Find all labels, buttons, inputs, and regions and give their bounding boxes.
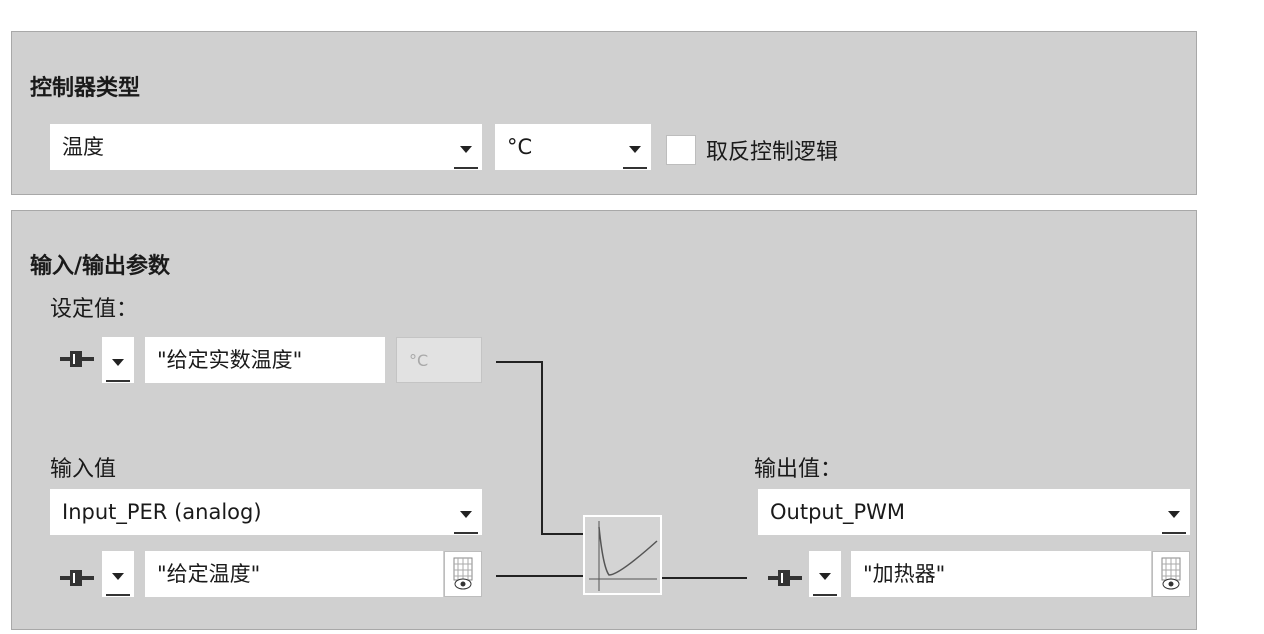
output-connector-line <box>661 577 747 579</box>
controller-type-select[interactable]: 温度 <box>50 124 450 170</box>
chevron-down-icon <box>1168 511 1180 518</box>
chevron-down-icon <box>460 146 472 153</box>
monitor-eye-icon[interactable] <box>1152 551 1190 597</box>
input-value-label: 输入值 <box>50 457 117 482</box>
setpoint-connector-line <box>541 533 583 535</box>
monitor-eye-icon[interactable] <box>444 551 482 597</box>
unit-dropdown-button[interactable] <box>619 124 651 170</box>
setpoint-connector-line <box>541 361 543 534</box>
setpoint-connector-line <box>496 361 542 363</box>
output-value-label: 输出值： <box>754 457 843 482</box>
input-connector-line <box>496 575 584 577</box>
setpoint-unit-field: °C <box>396 337 482 383</box>
output-type-dropdown-button[interactable] <box>1158 489 1190 535</box>
output-type-select[interactable]: Output_PWM <box>758 489 1158 535</box>
chevron-down-icon <box>819 573 831 580</box>
unit-select[interactable]: °C <box>495 124 619 170</box>
controller-type-dropdown-button[interactable] <box>450 124 482 170</box>
chevron-down-icon <box>629 146 641 153</box>
plug-icon <box>768 568 804 588</box>
controller-type-panel: 控制器类型 温度 °C 取反控制逻辑 <box>11 31 1197 195</box>
input-tag-field[interactable]: "给定温度" <box>145 551 443 597</box>
setpoint-tag-field[interactable]: "给定实数温度" <box>145 337 385 383</box>
input-type-select[interactable]: Input_PER (analog) <box>50 489 450 535</box>
input-source-dropdown-button[interactable] <box>102 551 134 597</box>
chevron-down-icon <box>112 573 124 580</box>
controller-type-title: 控制器类型 <box>30 76 141 101</box>
output-tag-field[interactable]: "加热器" <box>851 551 1151 597</box>
invert-logic-label: 取反控制逻辑 <box>706 140 839 165</box>
plug-icon <box>60 568 96 588</box>
plug-icon <box>60 349 96 369</box>
io-params-panel: 输入/输出参数 设定值： "给定实数温度" °C 输入值 Input_PER (… <box>11 210 1197 630</box>
io-params-title: 输入/输出参数 <box>30 254 171 279</box>
output-source-dropdown-button[interactable] <box>809 551 841 597</box>
invert-logic-checkbox[interactable] <box>666 135 696 165</box>
setpoint-source-dropdown-button[interactable] <box>102 337 134 383</box>
chevron-down-icon <box>460 511 472 518</box>
input-type-dropdown-button[interactable] <box>450 489 482 535</box>
setpoint-label: 设定值： <box>50 297 139 322</box>
chevron-down-icon <box>112 359 124 366</box>
pid-response-curve-icon <box>583 515 662 595</box>
